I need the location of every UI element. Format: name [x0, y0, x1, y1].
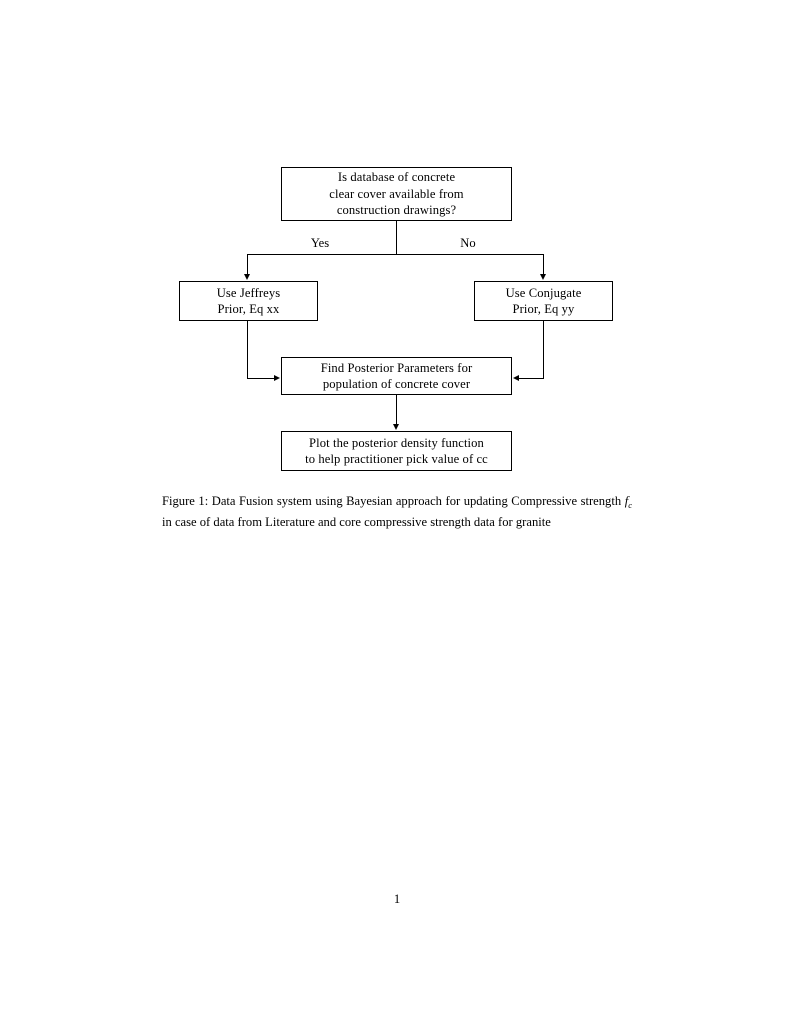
- flowchart-node-find-posterior: Find Posterior Parameters for population…: [281, 357, 512, 395]
- posterior-line-2: population of concrete cover: [322, 377, 471, 391]
- caption-label: Figure 1:: [162, 494, 209, 508]
- caption-text-before: Data Fusion system using Bayesian approa…: [211, 494, 622, 508]
- decision-line-2: clear cover available from: [329, 186, 464, 201]
- caption-math-symbol: fc: [624, 494, 633, 510]
- posterior-line-1: Find Posterior Parameters for: [320, 360, 473, 375]
- decision-line-1: Is database of concrete: [337, 170, 456, 185]
- edge-label-yes: Yes: [310, 236, 330, 250]
- arrowhead-into-posterior-left: [274, 375, 280, 381]
- flowchart-node-decision: Is database of concrete clear cover avai…: [281, 167, 512, 221]
- caption-text-after: in case of data from Literature and core…: [162, 514, 551, 529]
- arrowhead-into-conjugate: [540, 274, 546, 280]
- arrowhead-into-jeffreys: [244, 274, 250, 280]
- jeffreys-line-1: Use Jeffreys: [216, 285, 281, 300]
- connector-no-drop: [543, 254, 544, 275]
- plot-line-2: to help practitioner pick value of cc: [305, 452, 488, 466]
- flowchart-node-conjugate-prior: Use Conjugate Prior, Eq yy: [474, 281, 613, 321]
- jeffreys-line-2: Prior, Eq xx: [217, 302, 280, 316]
- arrowhead-into-posterior-right: [513, 375, 519, 381]
- edge-label-no: No: [460, 236, 476, 250]
- decision-line-3: construction drawings?: [336, 203, 457, 218]
- connector-yes-drop: [247, 254, 248, 275]
- connector-jeffreys-down: [247, 321, 248, 378]
- caption-symbol-base: f: [624, 494, 629, 508]
- connector-jeffreys-right: [247, 378, 275, 379]
- connector-branch-bar: [247, 254, 544, 255]
- figure-flowchart: Is database of concrete clear cover avai…: [0, 0, 794, 500]
- plot-line-1: Plot the posterior density function: [309, 435, 484, 450]
- connector-posterior-to-plot: [396, 395, 397, 425]
- flowchart-node-plot-density: Plot the posterior density function to h…: [281, 431, 512, 471]
- connector-decision-stem: [396, 221, 397, 255]
- conjugate-line-1: Use Conjugate: [505, 285, 582, 300]
- page-number: 1: [393, 892, 401, 906]
- caption-symbol-subscript: c: [628, 499, 633, 510]
- arrowhead-into-plot: [393, 424, 399, 430]
- figure-caption: Figure 1: Data Fusion system using Bayes…: [162, 492, 632, 532]
- conjugate-line-2: Prior, Eq yy: [512, 302, 575, 316]
- flowchart-node-jeffreys-prior: Use Jeffreys Prior, Eq xx: [179, 281, 318, 321]
- connector-conjugate-down: [543, 321, 544, 378]
- connector-conjugate-left: [518, 378, 544, 379]
